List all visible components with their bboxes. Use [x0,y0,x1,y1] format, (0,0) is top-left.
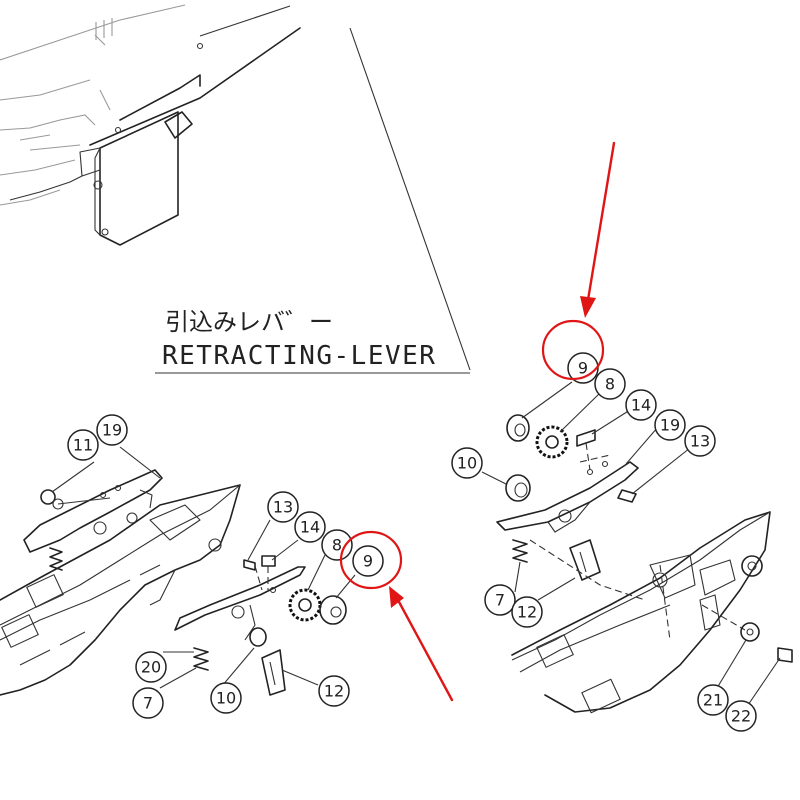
svg-text:10: 10 [216,689,236,708]
callout-10-left: 10 [210,682,242,714]
svg-text:13: 13 [273,498,293,517]
callout-13-left: 13 [267,491,299,523]
callout-12-right: 12 [511,596,543,628]
svg-text:12: 12 [517,603,537,622]
svg-text:19: 19 [102,421,122,440]
callouts-right: 9 8 14 19 13 10 7 12 21 22 [451,352,757,732]
svg-text:7: 7 [143,694,153,713]
highlight-ring-right [541,319,605,381]
svg-text:21: 21 [703,691,723,710]
red-arrow-right-line [586,141,616,302]
svg-text:19: 19 [660,416,680,435]
svg-text:20: 20 [141,658,161,677]
svg-text:12: 12 [324,682,344,701]
callout-14-right: 14 [625,389,657,421]
callout-19-right: 19 [654,409,686,441]
callout-22-right: 22 [725,700,757,732]
svg-text:13: 13 [690,432,710,451]
callout-20-left: 20 [135,651,167,683]
label-english: RETRACTING-LEVER [162,341,436,371]
retracting-lever-label: 引込みレバ゛ー RETRACTING-LEVER [155,308,470,374]
callout-14-left: 14 [294,511,326,543]
leader-lines [51,381,781,706]
callout-13-right: 13 [684,425,716,457]
svg-text:14: 14 [631,396,651,415]
callouts-left: 11 19 13 14 8 9 20 7 10 12 [67,414,384,719]
callout-9-right: 9 [567,352,599,384]
svg-text:14: 14 [300,518,320,537]
svg-text:8: 8 [332,536,342,555]
callout-12-left: 12 [318,675,350,707]
highlight-annotations [339,141,616,702]
svg-text:11: 11 [73,436,93,455]
callout-7-left: 7 [132,687,164,719]
callout-8-right: 8 [594,368,626,400]
callout-9-left: 9 [352,545,384,577]
callout-7-right: 7 [484,584,516,616]
svg-text:7: 7 [495,591,505,610]
callout-19-left: 19 [96,414,128,446]
svg-text:22: 22 [731,707,751,726]
right-assembly [496,414,793,714]
callout-21-right: 21 [697,684,729,716]
red-arrow-left-head [389,586,404,608]
red-arrow-right-head [580,296,596,318]
svg-text:8: 8 [605,375,615,394]
svg-text:9: 9 [363,552,373,571]
highlight-ring-left [339,530,403,590]
svg-text:9: 9 [578,359,588,378]
callout-11-left: 11 [67,429,99,461]
left-assembly [0,469,347,696]
red-arrow-left-line [396,598,454,702]
callout-10-right: 10 [451,447,483,479]
label-japanese: 引込みレバ゛ー [165,308,333,336]
callout-8-left: 8 [321,529,353,561]
svg-text:10: 10 [457,454,477,473]
retracting-lever-detail [0,4,471,371]
